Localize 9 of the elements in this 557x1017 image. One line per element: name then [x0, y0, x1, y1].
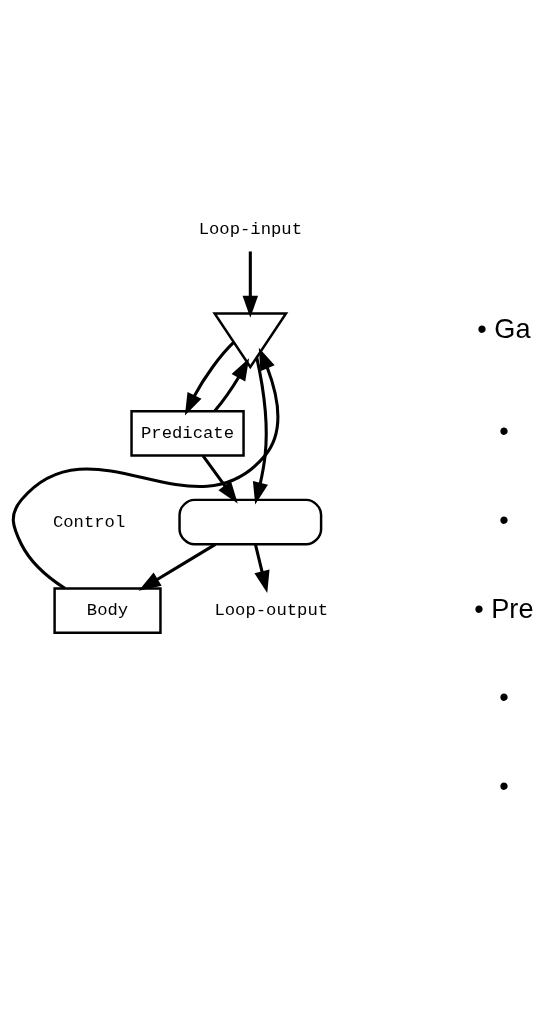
node-text: Loop-output — [214, 601, 329, 621]
node-text: Loop-input — [198, 219, 302, 239]
label: • Ga — [477, 313, 531, 345]
label: • — [499, 415, 509, 447]
label: • — [499, 769, 509, 801]
label: • — [499, 503, 509, 535]
label: • Pre — [474, 592, 534, 624]
label: Control — [52, 512, 126, 532]
label: • — [499, 681, 509, 713]
